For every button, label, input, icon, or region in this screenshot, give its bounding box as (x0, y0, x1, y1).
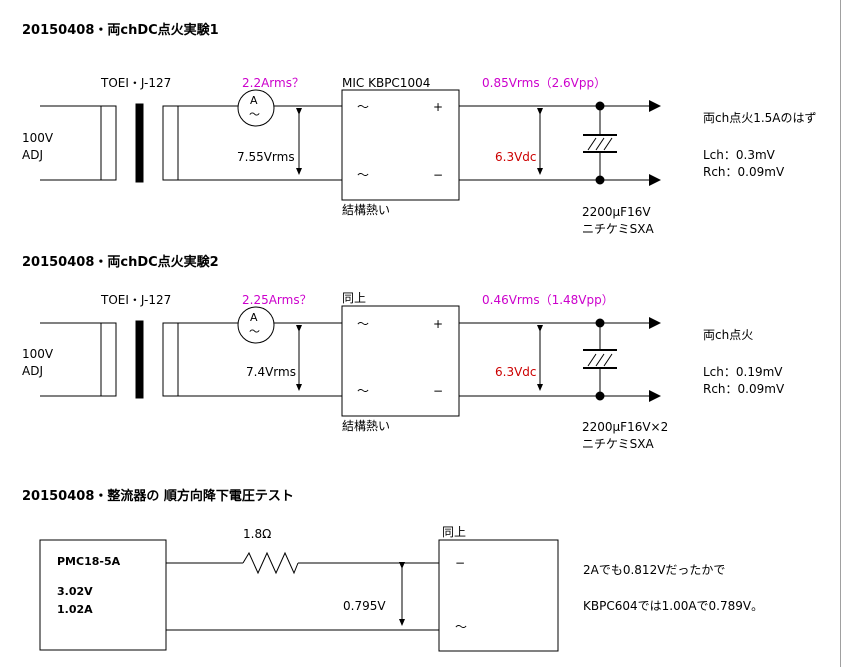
secondary-winding-1 (162, 105, 179, 181)
minus-terminal-3: − (455, 556, 466, 570)
transformer-label-2: TOEI・J-127 (101, 293, 172, 307)
bridge-rectifier-3 (438, 539, 559, 652)
dc-voltage-2: 6.3Vdc (495, 365, 537, 379)
bridge-label-1: MIC KBPC1004 (342, 76, 431, 90)
ammeter-wave-2: ～ (249, 325, 260, 338)
result-1: 両ch点火1.5Aのはず (703, 111, 817, 125)
resistor-symbol (242, 551, 299, 575)
primary-winding-1 (100, 105, 117, 181)
circuit-1 (40, 89, 661, 201)
heading-2: 20150408・両chDC点火実験2 (22, 255, 219, 270)
transformer-core-2 (135, 320, 144, 399)
psu-voltage: 3.02V (57, 585, 93, 598)
ac-terminal-2a: ～ (357, 317, 370, 331)
input-label-1a: 100V (22, 131, 54, 145)
ammeter-wave-1: ～ (249, 108, 260, 121)
input-label-2b: ADJ (22, 364, 43, 378)
ammeter-letter-1: A (250, 94, 258, 107)
plus-terminal-2: + (433, 317, 444, 331)
ac-terminal-2b: ～ (357, 384, 370, 398)
ac-terminal-1b: ～ (357, 168, 370, 182)
rch-2: Rch：0.09mV (703, 382, 785, 396)
note-2: KBPC604では1.00Aで0.789V。 (583, 599, 764, 613)
heading-3: 20150408・整流器の 順方向降下電圧テスト (22, 489, 294, 504)
minus-terminal-2: − (433, 384, 444, 398)
dc-voltage-1: 6.3Vdc (495, 150, 537, 164)
input-label-2a: 100V (22, 347, 54, 361)
cap-label-2b: ニチケミSXA (582, 437, 654, 451)
transformer-core-1 (135, 103, 144, 183)
heading-1: 20150408・両chDC点火実験1 (22, 23, 219, 38)
bridge-label-3: 同上 (442, 525, 467, 539)
bridge-rectifier-2 (341, 305, 460, 417)
drop-voltage: 0.795V (343, 599, 386, 613)
primary-winding-2 (100, 322, 117, 397)
ac-terminal-3: ～ (455, 620, 468, 634)
minus-terminal-1: − (433, 168, 444, 182)
current-label-2: 2.25Arms？ (242, 293, 312, 307)
ac-voltage-1: 7.55Vrms (237, 150, 295, 164)
plus-terminal-1: + (433, 100, 444, 114)
result-2: 両ch点火 (703, 328, 754, 342)
ripple-label-1: 0.85Vrms（2.6Vpp） (482, 76, 607, 90)
psu-current: 1.02A (57, 603, 93, 616)
ammeter-2 (237, 306, 275, 344)
lch-1: Lch：0.3mV (703, 148, 775, 162)
cap-label-1a: 2200μF16V (582, 205, 651, 219)
ammeter-1 (237, 89, 275, 127)
ammeter-letter-2: A (250, 311, 258, 324)
ripple-label-2: 0.46Vrms（1.48Vpp） (482, 293, 614, 307)
input-label-1b: ADJ (22, 148, 43, 162)
cap-label-2a: 2200μF16V×2 (582, 420, 669, 434)
rch-1: Rch：0.09mV (703, 165, 785, 179)
note-1: 2Aでも0.812Vだったかで (583, 563, 726, 577)
current-label-1: 2.2Arms？ (242, 76, 304, 90)
power-supply-box (39, 539, 167, 651)
ac-voltage-2: 7.4Vrms (246, 365, 296, 379)
bridge-rectifier-1 (341, 89, 460, 201)
transformer-label-1: TOEI・J-127 (101, 76, 172, 90)
lch-2: Lch：0.19mV (703, 365, 783, 379)
resistor-label: 1.8Ω (243, 527, 272, 541)
circuit-2 (40, 305, 661, 417)
circuit-3 (39, 539, 559, 652)
bridge-label-2: 同上 (342, 291, 367, 305)
secondary-winding-2 (162, 322, 179, 397)
bridge-note-2: 結構熱い (342, 419, 391, 433)
psu-label: PMC18-5A (57, 555, 121, 568)
bridge-note-1: 結構熱い (342, 203, 391, 217)
cap-label-1b: ニチケミSXA (582, 222, 654, 236)
ac-terminal-1a: ～ (357, 100, 370, 114)
